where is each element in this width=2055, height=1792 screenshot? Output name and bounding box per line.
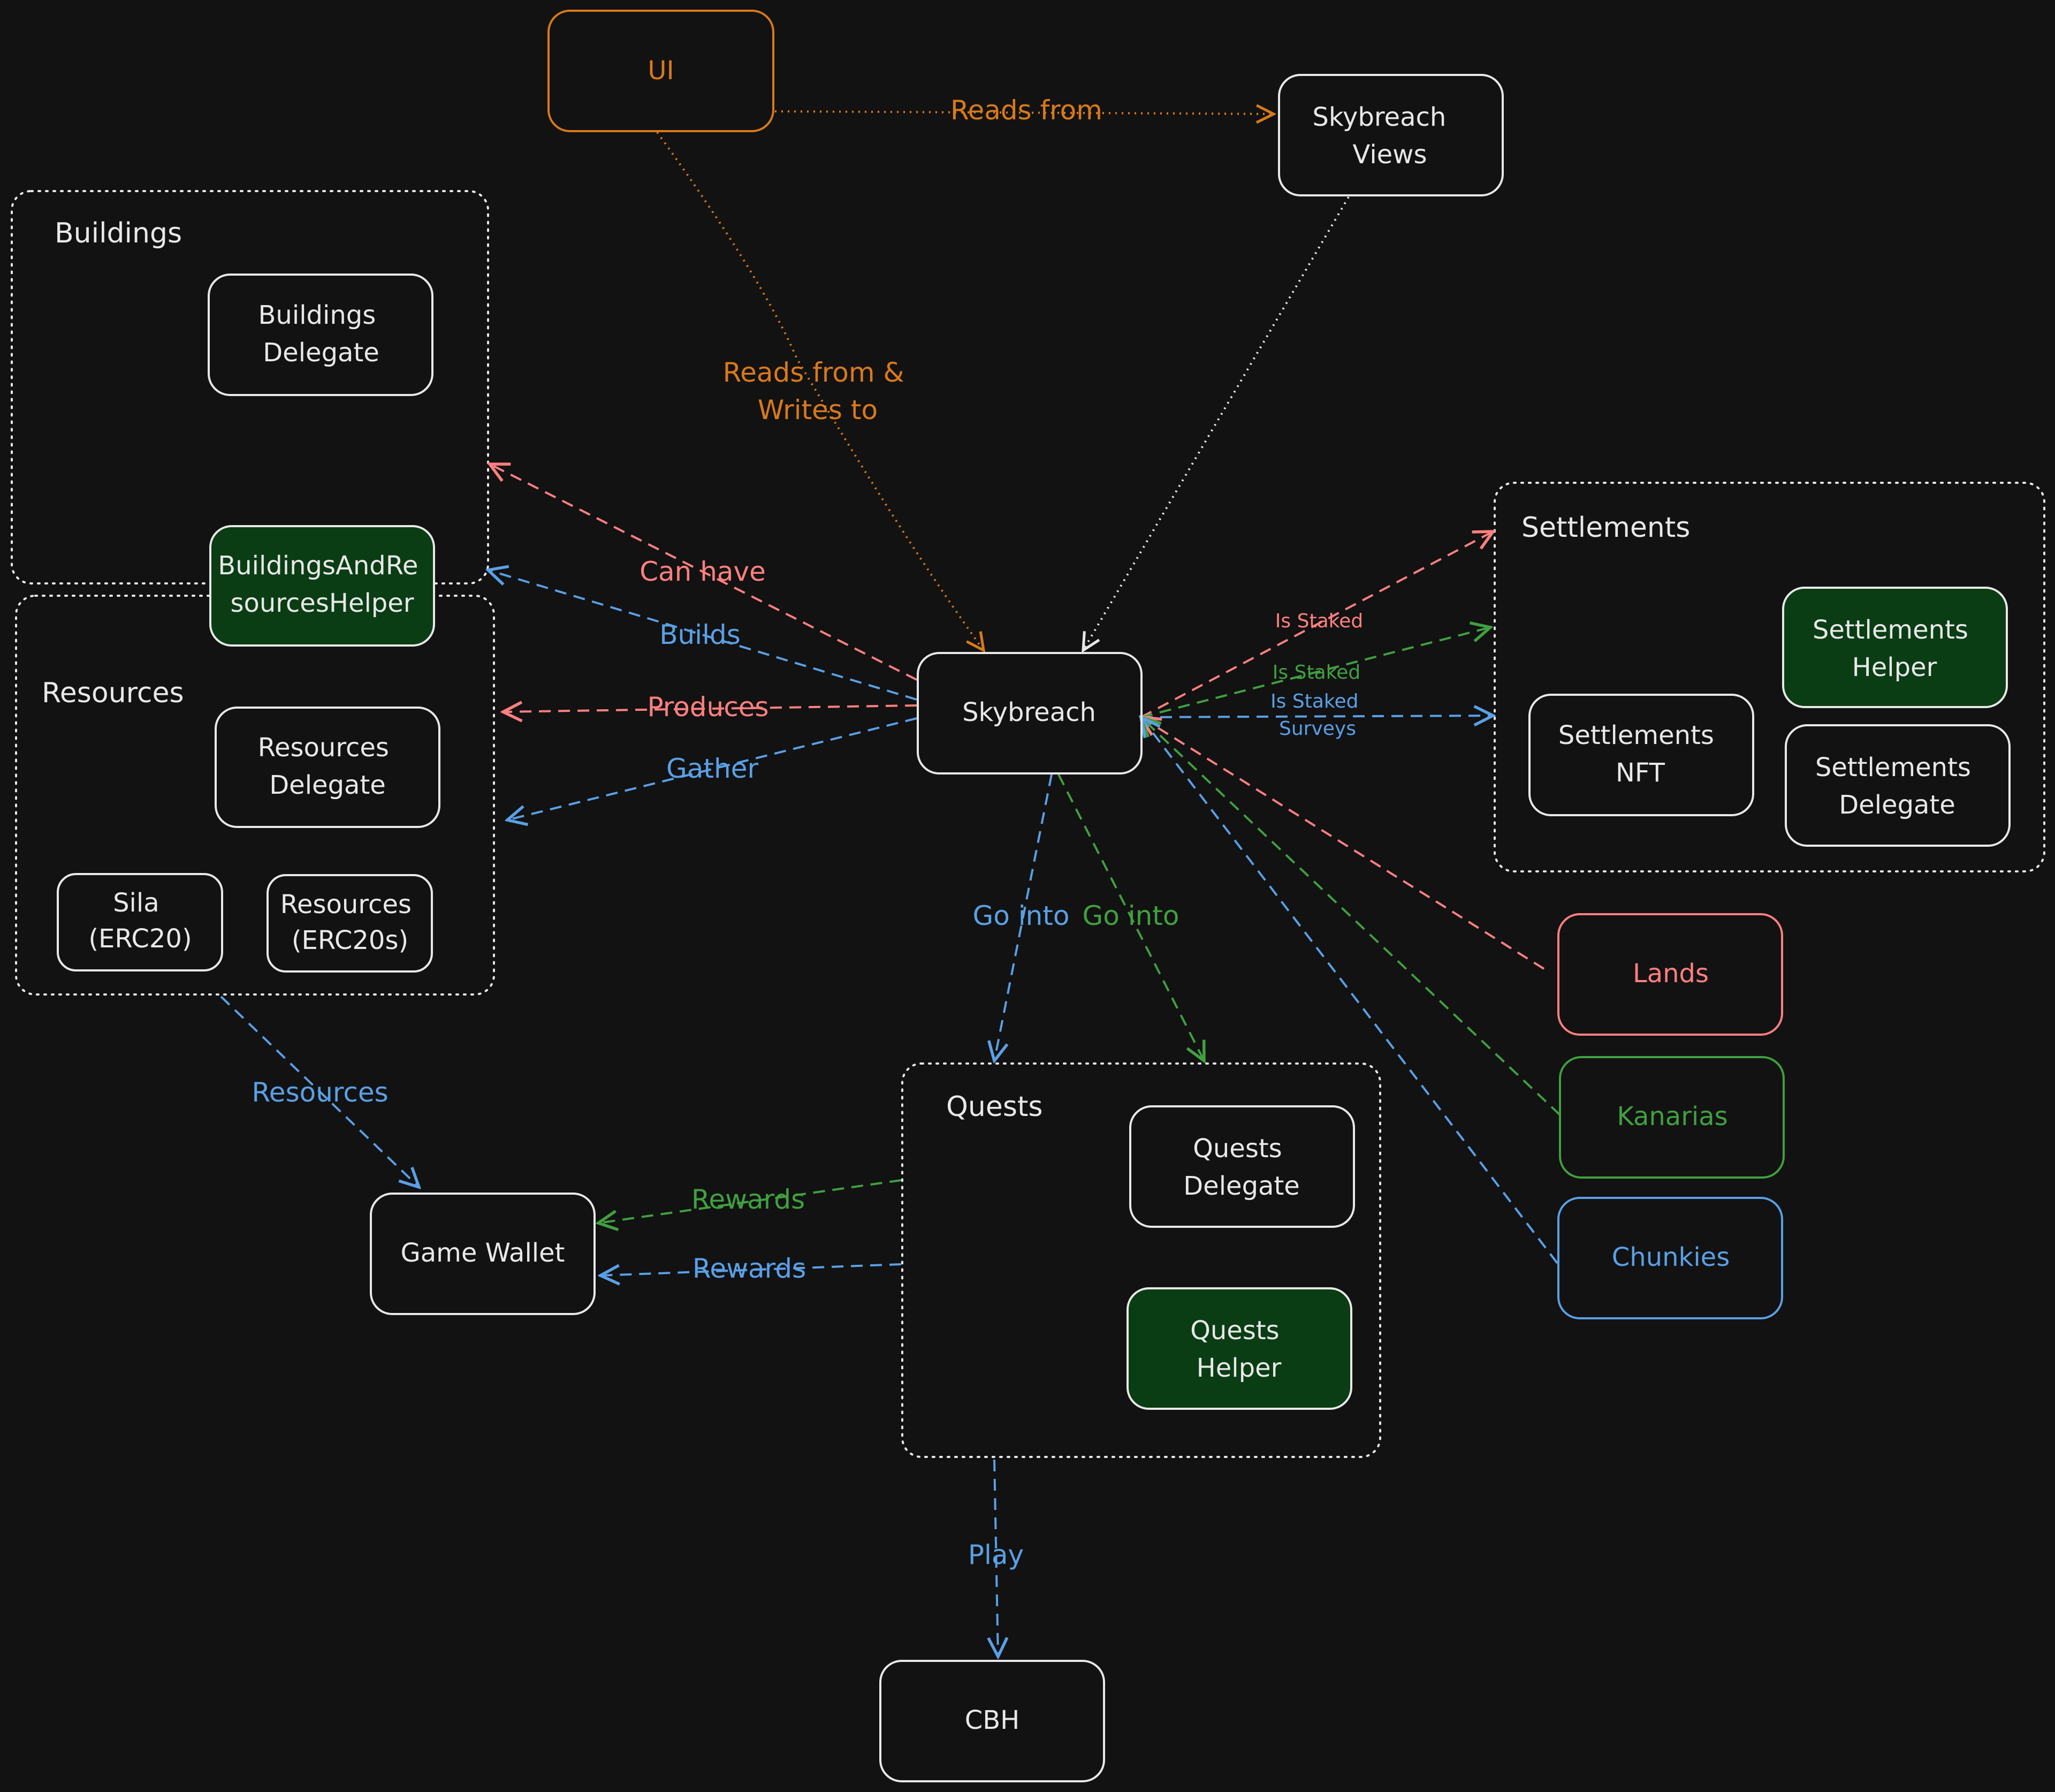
svg-text:BuildingsAndRe sourcesHe: BuildingsAndRe sourcesHelper xyxy=(218,551,426,618)
edge-lands-skybreach xyxy=(1141,717,1545,970)
node-buildings-delegate: Buildings Delegate xyxy=(208,274,433,396)
node-skybreach-views: Skybreach Views xyxy=(1278,74,1504,196)
edge-is-staked-surveys xyxy=(1140,716,1493,717)
edge-resources-wallet xyxy=(220,996,419,1187)
svg-text:Settlements Delegate: Settlements Delegate xyxy=(1815,753,1979,820)
node-quests-delegate: Quests Delegate xyxy=(1129,1105,1355,1228)
svg-text:Kanarias: Kanarias xyxy=(1617,1102,1727,1132)
buildings-group xyxy=(11,190,489,584)
edge-views-skybreach xyxy=(1083,196,1350,650)
node-ui: UI xyxy=(547,10,774,132)
edge-is-staked-red xyxy=(1140,531,1493,718)
edge-label-is-staked-surveys: Is Staked Surveys xyxy=(1270,690,1365,740)
edge-label-rewards-blue: Rewards xyxy=(692,1253,806,1284)
node-settlements-helper: Settlements Helper xyxy=(1782,587,2008,708)
edge-gather xyxy=(507,717,917,820)
svg-text:UI: UI xyxy=(648,56,674,86)
node-game-wallet: Game Wallet xyxy=(370,1193,596,1315)
node-kanarias: Kanarias xyxy=(1559,1056,1785,1179)
svg-text:Lands: Lands xyxy=(1633,959,1709,989)
svg-text:Skybreach: Skybreach xyxy=(962,697,1096,727)
svg-text:Settlements NFT: Settlements NFT xyxy=(1558,720,1722,788)
node-chunkies: Chunkies xyxy=(1557,1197,1783,1319)
node-buildings-resources-helper: BuildingsAndRe sourcesHelper xyxy=(209,525,435,647)
buildings-group-label: Buildings xyxy=(55,217,182,249)
edge-is-staked-green xyxy=(1140,627,1490,718)
edge-builds xyxy=(488,570,917,701)
svg-text:Sila (ERC20): Sila (ERC20) xyxy=(88,888,192,954)
edge-label-reads-from: Reads from xyxy=(950,95,1102,126)
svg-text:Skybreach Views: Skybreach Views xyxy=(1312,102,1454,170)
edge-go-into-green xyxy=(1057,774,1204,1061)
quests-group xyxy=(901,1062,1381,1458)
edge-label-is-staked-green: Is Staked xyxy=(1273,662,1360,684)
edge-label-is-staked-red: Is Staked xyxy=(1275,610,1363,632)
node-resources-delegate: Resources Delegate xyxy=(215,707,440,828)
resources-group xyxy=(15,595,495,996)
node-resources-erc20s: Resources (ERC20s) xyxy=(267,874,433,973)
edge-can-have xyxy=(490,464,917,681)
edge-label-go-into-green: Go into xyxy=(1082,900,1179,931)
quests-group-label: Quests xyxy=(946,1091,1042,1123)
node-skybreach: Skybreach xyxy=(917,652,1143,774)
node-settlements-nft: Settlements NFT xyxy=(1528,694,1754,816)
edge-label-go-into-blue: Go into xyxy=(972,900,1069,931)
edge-label-gather: Gather xyxy=(666,753,758,784)
edge-label-can-have: Can have xyxy=(640,556,766,587)
settlements-group xyxy=(1494,482,2045,872)
edge-label-rewards-green: Rewards xyxy=(691,1184,805,1215)
edge-label-produces: Produces xyxy=(647,692,768,723)
edge-label-reads-writes: Reads from & Writes to xyxy=(723,357,913,426)
svg-text:Chunkies: Chunkies xyxy=(1612,1242,1730,1272)
edge-label-builds: Builds xyxy=(659,619,741,650)
edge-label-resources: Resources xyxy=(252,1077,388,1108)
settlements-group-label: Settlements xyxy=(1521,512,1690,544)
svg-text:Resources (ERC20s): Resources (ERC20s) xyxy=(280,890,420,955)
resources-group-label: Resources xyxy=(42,677,184,709)
edge-play xyxy=(994,1459,998,1657)
node-cbh: CBH xyxy=(879,1660,1105,1782)
svg-text:CBH: CBH xyxy=(965,1705,1020,1735)
edge-produces xyxy=(503,705,917,712)
svg-text:Quests Helper: Quests Helper xyxy=(1190,1316,1288,1383)
edge-kanarias-skybreach xyxy=(1141,717,1561,1116)
node-lands: Lands xyxy=(1557,913,1783,1036)
edge-go-into-blue xyxy=(994,774,1053,1061)
svg-text:Quests Delegate: Quests Delegate xyxy=(1183,1134,1300,1201)
svg-text:Settlements Helper: Settlements Helper xyxy=(1813,615,1976,682)
node-quests-helper: Quests Helper xyxy=(1127,1287,1352,1410)
edge-rewards-blue xyxy=(600,1263,902,1275)
svg-text:Game Wallet: Game Wallet xyxy=(401,1238,565,1268)
svg-text:Buildings Delegate: Buildings Delegate xyxy=(258,300,384,368)
edge-rewards-green xyxy=(598,1179,902,1223)
node-settlements-delegate: Settlements Delegate xyxy=(1785,724,2011,847)
edge-label-play: Play xyxy=(968,1539,1024,1570)
svg-text:Resources Delegate: Resources Delegate xyxy=(258,733,397,800)
node-sila: Sila (ERC20) xyxy=(57,873,223,971)
